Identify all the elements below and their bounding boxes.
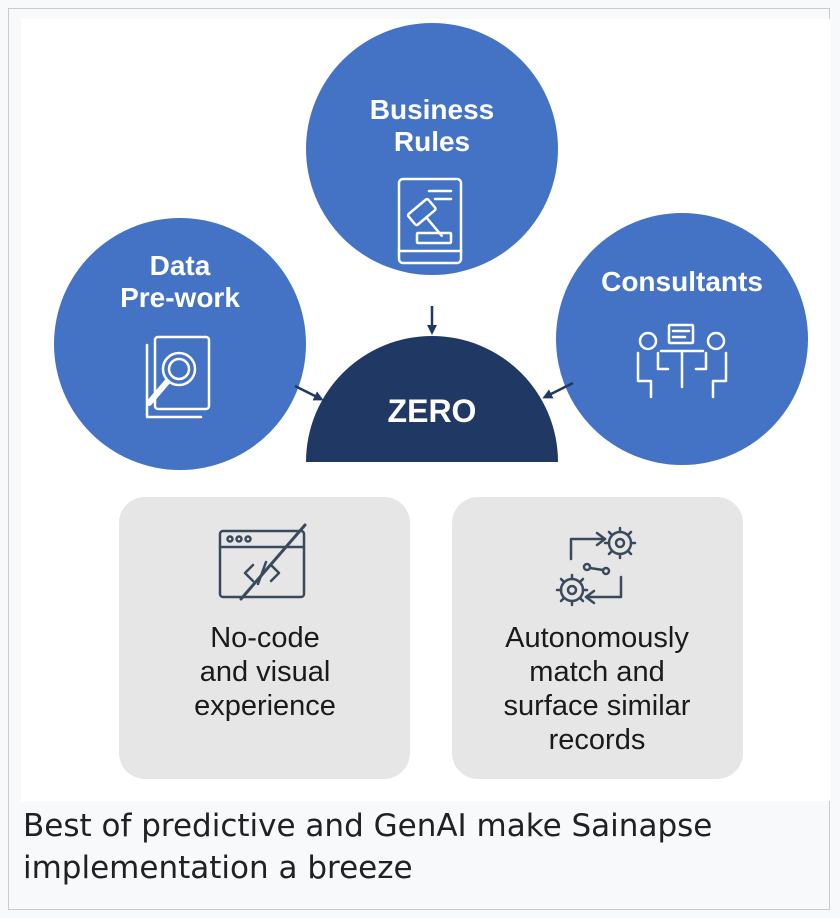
- circle-business-rules: Business Rules: [306, 23, 558, 275]
- card-autonomous-line-2: match and: [529, 656, 664, 688]
- card-autonomous-line-3: surface similar: [504, 690, 691, 722]
- figure-caption: Best of predictive and GenAI make Sainap…: [23, 808, 713, 886]
- card-no-code-line-3: experience: [194, 690, 336, 722]
- gavel-book-icon: [397, 177, 463, 265]
- card-autonomous-line-4: records: [549, 724, 646, 756]
- figure-frame: Business Rules Data Pre-: [8, 8, 831, 910]
- meeting-people-icon: [636, 323, 728, 399]
- arrow-consultants-to-zero: [542, 381, 574, 399]
- card-autonomous-line-1: Autonomously: [505, 622, 689, 654]
- diagram-svg: Business Rules Data Pre-: [54, 23, 808, 779]
- business-rules-label-2: Rules: [394, 126, 470, 157]
- consultants-label-1: Consultants: [601, 266, 763, 297]
- card-autonomous-match: Autonomously match and surface similar r…: [452, 497, 743, 779]
- gears-flow-icon: [555, 526, 637, 607]
- document-magnifier-icon: [145, 335, 211, 419]
- data-prework-label-2: Pre-work: [120, 282, 240, 313]
- circle-consultants: Consultants: [556, 213, 808, 465]
- diagram-canvas: Business Rules Data Pre-: [21, 19, 831, 801]
- business-rules-label-1: Business: [370, 94, 495, 125]
- data-prework-label-1: Data: [150, 250, 211, 281]
- circle-data-prework: Data Pre-work: [54, 218, 306, 470]
- card-no-code: No-code and visual experience: [119, 497, 410, 779]
- card-no-code-line-1: No-code: [210, 622, 320, 654]
- zero-label: ZERO: [388, 393, 477, 429]
- card-no-code-line-2: and visual: [200, 656, 331, 688]
- arrow-data-prework-to-zero: [294, 384, 324, 401]
- no-code-window-icon: [218, 523, 307, 601]
- zero-semicircle: ZERO: [306, 336, 558, 462]
